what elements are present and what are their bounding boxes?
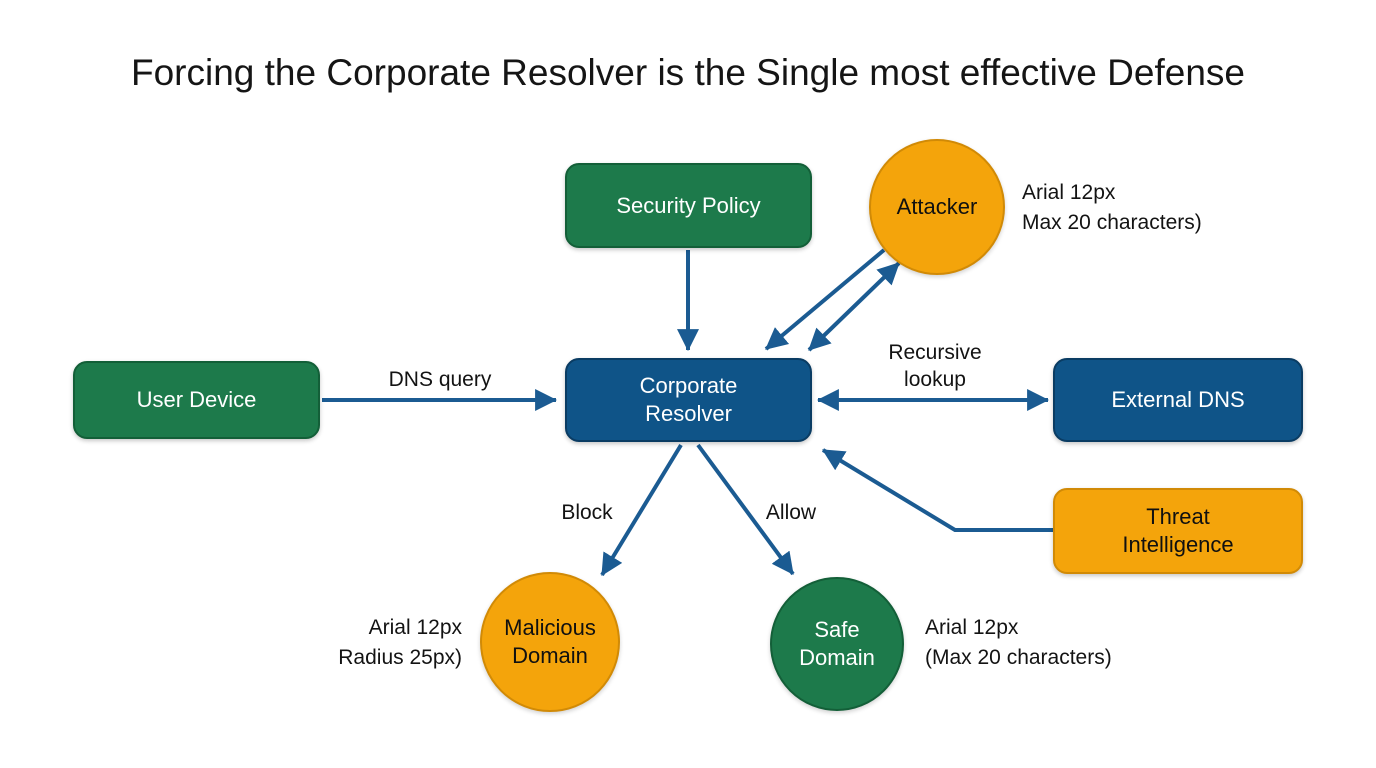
- edge-label-allow: Allow: [765, 501, 817, 524]
- node-external-dns: External DNS: [1053, 358, 1303, 442]
- node-user-device-label: User Device: [136, 387, 257, 412]
- edge-label-recursive-lookup-line1: Recursive: [888, 341, 982, 364]
- arrow-threat-intelligence: [821, 448, 1053, 532]
- node-threat-intelligence-line1: Threat: [1146, 504, 1210, 529]
- annotation-malicious-domain: Arial 12px Radius 25px): [270, 613, 462, 673]
- arrow-block: [600, 443, 683, 577]
- edge-label-recursive-lookup-line2: lookup: [904, 368, 966, 391]
- node-safe-domain-line2: Domain: [799, 645, 875, 670]
- node-user-device: User Device: [73, 361, 320, 439]
- node-malicious-domain-line1: Malicious: [504, 615, 596, 640]
- annotation-safe-domain: Arial 12px (Max 20 characters): [925, 613, 1112, 673]
- annotation-attacker-line1: Arial 12px: [1022, 181, 1116, 204]
- node-attacker: Attacker: [869, 139, 1005, 275]
- edge-label-dns-query: DNS query: [388, 368, 492, 391]
- node-corporate-resolver-line1: Corporate: [639, 373, 738, 398]
- node-corporate-resolver-line2: Resolver: [645, 401, 732, 426]
- arrow-attacker-exchange: [807, 261, 901, 352]
- node-safe-domain: Safe Domain: [770, 577, 904, 711]
- node-threat-intelligence: Threat Intelligence: [1053, 488, 1303, 574]
- annotation-safe-domain-line1: Arial 12px: [925, 616, 1019, 639]
- node-safe-domain-line1: Safe: [814, 617, 860, 642]
- annotation-attacker: Arial 12px Max 20 characters): [1022, 178, 1202, 238]
- annotation-attacker-line2: Max 20 characters): [1022, 211, 1202, 234]
- node-security-policy-label: Security Policy: [616, 192, 761, 218]
- arrow-allow: [696, 443, 795, 576]
- edge-label-recursive-lookup: Recursive lookup: [835, 339, 1035, 393]
- annotation-malicious-domain-line1: Arial 12px: [368, 616, 462, 639]
- node-external-dns-label: External DNS: [1111, 387, 1245, 412]
- node-malicious-domain: Malicious Domain: [480, 572, 620, 712]
- annotation-malicious-domain-line2: Radius 25px): [338, 646, 462, 669]
- node-security-policy: Security Policy: [565, 163, 812, 248]
- annotation-safe-domain-line2: (Max 20 characters): [925, 646, 1112, 669]
- page-title: Forcing the Corporate Resolver is the Si…: [131, 52, 1245, 93]
- node-malicious-domain-line2: Domain: [512, 643, 588, 668]
- edge-label-block: Block: [561, 501, 613, 524]
- node-threat-intelligence-line2: Intelligence: [1122, 532, 1234, 557]
- node-corporate-resolver: Corporate Resolver: [565, 358, 812, 442]
- node-attacker-label: Attacker: [896, 194, 978, 219]
